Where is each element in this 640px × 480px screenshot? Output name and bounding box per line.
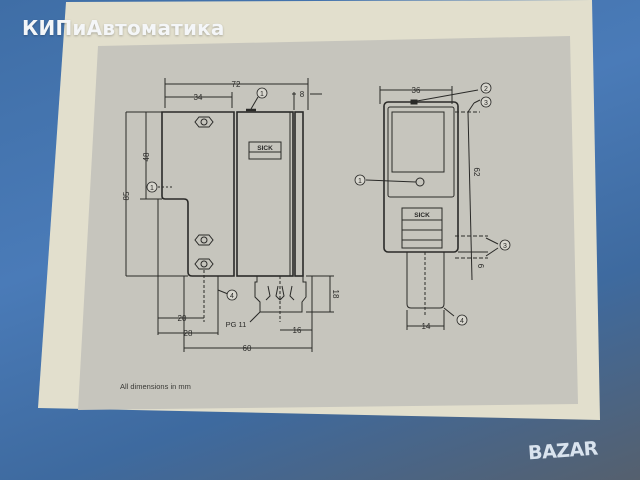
dim-18: 18 <box>331 290 340 299</box>
dim-6: 6 <box>476 264 485 269</box>
callout-4-side: 4 <box>230 293 234 300</box>
callout-1-top: 1 <box>260 91 264 98</box>
callout-3-front: 3 <box>484 100 488 107</box>
dim-48: 48 <box>142 152 151 161</box>
callout-circles <box>146 82 511 326</box>
sick-logo-side: SICK <box>257 145 273 152</box>
dim-14: 14 <box>422 322 431 331</box>
dim-85: 85 <box>122 191 131 200</box>
callout-2-front: 2 <box>484 86 488 93</box>
callout-1-side: 1 <box>150 185 154 192</box>
dim-8: 8 <box>300 90 305 99</box>
dim-16: 16 <box>293 326 302 335</box>
side-view-drawing <box>125 78 334 352</box>
callout-3b-front: 3 <box>503 243 507 250</box>
dim-34: 34 <box>194 93 203 102</box>
callout-1-front: 1 <box>358 178 362 185</box>
dim-20: 20 <box>178 314 187 323</box>
dim-60: 60 <box>243 344 252 353</box>
drawing-panel <box>78 36 578 410</box>
callout-4-front: 4 <box>460 318 464 325</box>
front-view-drawing <box>365 86 499 330</box>
dimensions-caption: All dimensions in mm <box>120 382 191 391</box>
pg11-label: PG 11 <box>226 320 247 329</box>
site-watermark: КИПиАвтоматика <box>22 16 225 40</box>
dim-36: 36 <box>412 86 421 95</box>
sick-logo-front: SICK <box>414 212 430 219</box>
dim-62: 62 <box>472 168 481 177</box>
dim-72: 72 <box>232 80 241 89</box>
dim-28: 28 <box>184 329 193 338</box>
